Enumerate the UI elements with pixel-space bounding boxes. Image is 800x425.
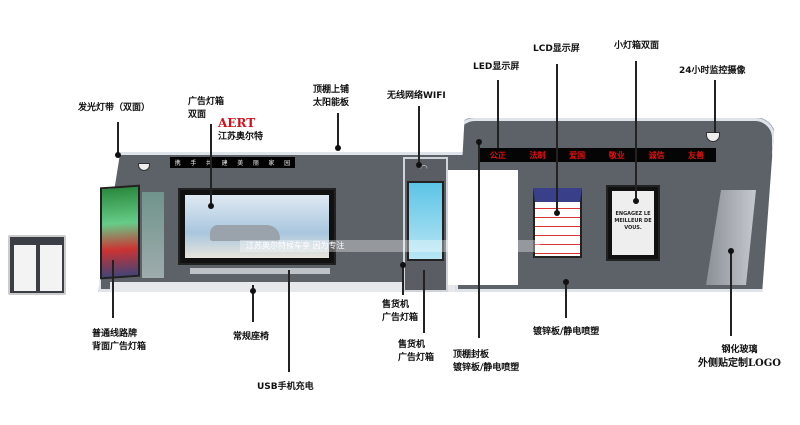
brand-name: 江苏奥尔特 [218, 132, 264, 142]
label-camera: 24小时监控摄像 [679, 66, 746, 76]
camera-icon [138, 163, 150, 171]
label-usb: USB手机充电 [257, 382, 314, 392]
label-lcd: LCD显示屏 [533, 44, 580, 54]
top-banner: 携手共建美丽家园 [170, 157, 295, 168]
banner-char: 携 [174, 160, 181, 167]
led-word: 法制 [529, 150, 546, 160]
led-word: 诚信 [648, 150, 665, 160]
label-small-lightbox: 小灯箱双面 [614, 41, 660, 51]
led-word: 爱国 [569, 150, 586, 160]
label-wifi: 无线网络WIFI [387, 91, 446, 101]
label-glass: 钢化玻璃外侧贴定制LOGO [698, 345, 781, 369]
side-panel [142, 192, 164, 278]
white-opening [448, 170, 518, 285]
label-ceiling: 顶棚封板镀锌板/静电喷塑 [453, 350, 520, 373]
label-ad-lightbox: 广告灯箱双面 [188, 97, 225, 120]
banner-char: 美 [237, 160, 244, 167]
bench [190, 268, 330, 274]
label-vending-2: 售货机广告灯箱 [398, 340, 435, 363]
brand-logo: AERT [218, 116, 256, 130]
vending-kiosk: ◠ [403, 157, 448, 292]
lightbox-poster-text: ENGAGEZ LE MEILLEUR DE VOUS. [612, 191, 654, 255]
led-word: 公正 [489, 150, 506, 160]
led-display: 公正 法制 爱国 敬业 诚信 友善 [478, 148, 716, 162]
route-sign-board [100, 184, 140, 280]
label-vending-1: 售货机广告灯箱 [382, 300, 419, 323]
banner-char: 丽 [252, 160, 259, 167]
label-bench: 常规座椅 [233, 332, 270, 342]
wifi-icon: ◠ [420, 164, 428, 174]
led-word: 友善 [688, 150, 705, 160]
kiosk-screen [407, 181, 444, 261]
bench-base [110, 282, 460, 292]
banner-char: 建 [221, 160, 228, 167]
label-route-sign: 普通线路牌背面广告灯箱 [92, 329, 147, 352]
label-solar: 顶棚上铺太阳能板 [313, 85, 350, 108]
trash-bin [8, 235, 66, 295]
ad-lightbox [178, 188, 336, 265]
camera-icon [706, 132, 720, 142]
led-word: 敬业 [608, 150, 625, 160]
banner-char: 园 [284, 160, 291, 167]
caption-strip: 江苏奥尔特候车亭 因为专注 [240, 240, 540, 252]
banner-char: 共 [206, 158, 212, 167]
label-panel: 镀锌板/静电喷塑 [533, 327, 600, 337]
label-led: LED显示屏 [473, 62, 520, 72]
label-light-strip: 发光灯带（双面） [78, 103, 151, 113]
small-lightbox: ENGAGEZ LE MEILLEUR DE VOUS. [606, 185, 660, 261]
banner-char: 手 [190, 160, 197, 167]
banner-char: 家 [268, 160, 275, 167]
lcd-display [533, 188, 582, 258]
